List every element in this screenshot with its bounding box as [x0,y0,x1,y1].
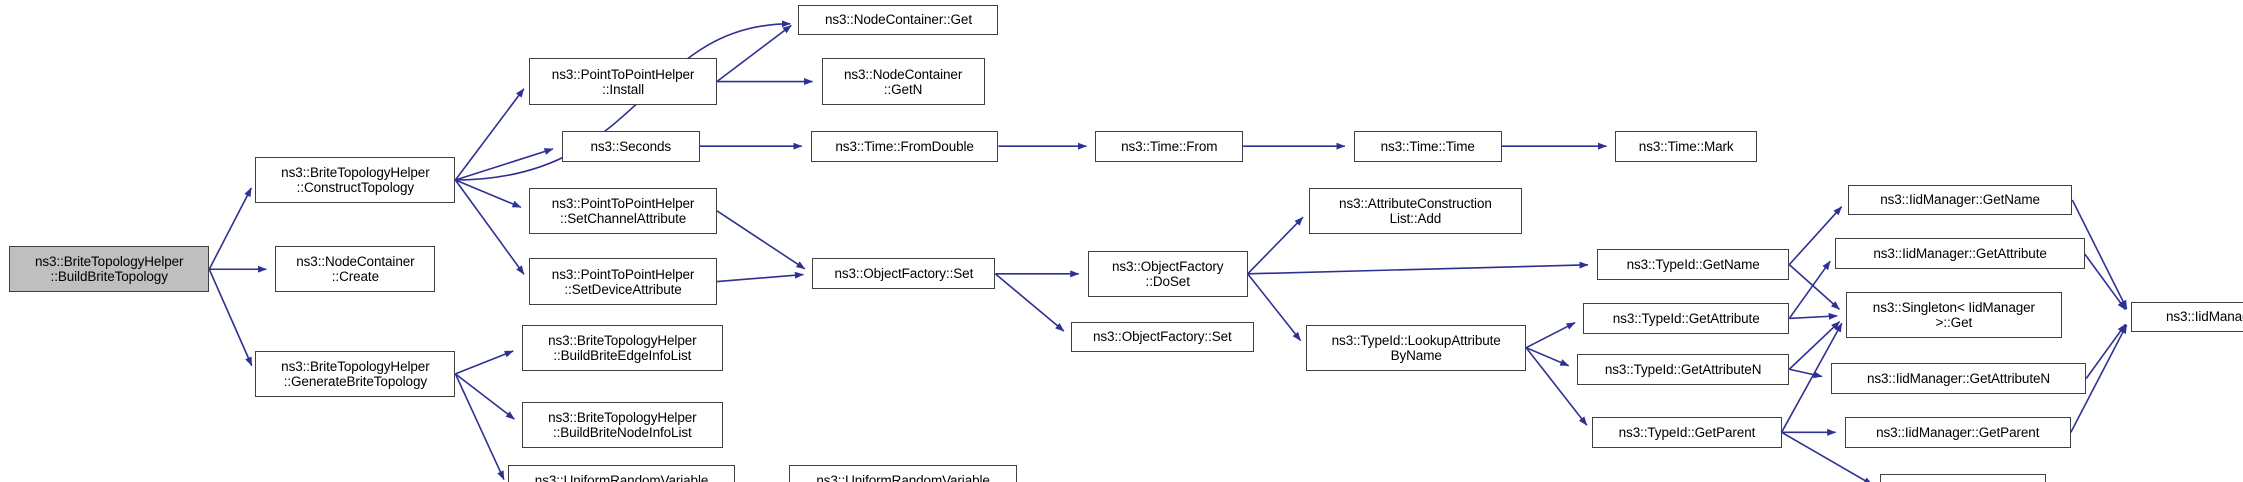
node-time-from-double[interactable]: ns3::Time::FromDouble [810,130,999,162]
node-label: ns3::BriteTopologyHelper ::BuildBriteEdg… [548,332,697,363]
node-label: ns3::IidManager::GetName [1880,192,2040,208]
node-label: ns3::Singleton< IidManager >::Get [1872,300,2035,331]
node-label: ns3::ObjectFactory::Set [1092,329,1232,345]
node-label: ns3::PointToPointHelper ::SetChannelAttr… [551,195,695,226]
node-iid-manager-get-attribute[interactable]: ns3::IidManager::GetAttribute [1835,238,2085,270]
node-brite-topology-helper-build-brite-topology[interactable]: ns3::BriteTopologyHelper ::BuildBriteTop… [9,246,210,293]
node-label: ns3::TypeId::GetName [1626,257,1760,273]
node-brite-topology-helper-build-brite-edge-info-list[interactable]: ns3::BriteTopologyHelper ::BuildBriteEdg… [521,324,724,371]
node-label: ns3::Seconds [590,138,672,154]
node-iid-manager-get-parent[interactable]: ns3::IidManager::GetParent [1844,416,2071,448]
node-iid-manager-get-attribute-n[interactable]: ns3::IidManager::GetAttributeN [1830,363,2087,394]
node-label: ns3::PointToPointHelper ::SetDeviceAttri… [551,266,695,297]
node-uniform-random-variable-get-value[interactable]: ns3::UniformRandomVariable ::GetValue [789,464,1017,482]
node-type-id-get-attribute-n[interactable]: ns3::TypeId::GetAttributeN [1576,353,1790,385]
node-label: ns3::TypeId::GetAttribute [1612,310,1760,326]
node-label: ns3::AttributeConstruction List::Add [1339,195,1492,226]
node-object-factory-set[interactable]: ns3::ObjectFactory::Set [812,258,996,290]
node-label: ns3::BriteTopologyHelper ::GenerateBrite… [281,358,430,389]
node-brite-topology-helper-generate-brite-topology[interactable]: ns3::BriteTopologyHelper ::GenerateBrite… [255,350,456,397]
node-point-to-point-helper-install[interactable]: ns3::PointToPointHelper ::Install [529,58,717,105]
node-type-id-get-parent[interactable]: ns3::TypeId::GetParent [1592,416,1782,448]
node-type-id-lookup-attribute-by-name[interactable]: ns3::TypeId::LookupAttribute ByName [1306,324,1527,371]
node-node-container-get[interactable]: ns3::NodeContainer::Get [798,4,999,36]
node-type-id-get-attribute[interactable]: ns3::TypeId::GetAttribute [1583,303,1790,334]
node-label: ns3::NodeContainer ::GetN [843,66,963,97]
node-attribute-construction-list-add[interactable]: ns3::AttributeConstruction List::Add [1309,187,1522,234]
node-label: ns3::IidManager::GetAttributeN [1866,370,2051,386]
node-label: ns3::IidManager::GetAttribute [1873,246,2047,262]
node-label: ns3::BriteTopologyHelper ::ConstructTopo… [281,164,430,195]
node-label: ns3::PointToPointHelper ::Install [551,66,695,97]
node-singleton-iid-manager-get[interactable]: ns3::Singleton< IidManager >::Get [1846,292,2062,339]
node-label: ns3::ObjectFactory ::DoSet [1111,258,1224,289]
node-time-time[interactable]: ns3::Time::Time [1353,130,1502,162]
node-label: ns3::TypeId::LookupAttribute ByName [1331,332,1501,363]
node-label: ns3::Time::FromDouble [835,138,974,154]
node-seconds[interactable]: ns3::Seconds [561,130,700,162]
node-type-id-type-id[interactable]: ns3::TypeId::TypeId [1880,473,2047,482]
node-label: ns3::ObjectFactory::Set [834,266,974,282]
node-label: ns3::TypeId::GetAttributeN [1604,361,1762,377]
node-label: ns3::IidManager::GetParent [1876,424,2040,440]
node-label: ns3::Time::From [1121,138,1218,154]
node-label: ns3::UniformRandomVariable ::GetValue [816,472,990,482]
node-iid-manager-lookup-information[interactable]: ns3::IidManager::LookupInformation [2130,301,2243,333]
node-time-mark[interactable]: ns3::Time::Mark [1615,130,1757,162]
node-brite-topology-helper-build-brite-node-info-list[interactable]: ns3::BriteTopologyHelper ::BuildBriteNod… [521,401,724,448]
node-label: ns3::BriteTopologyHelper ::BuildBriteTop… [35,254,184,285]
node-uniform-random-variable-get-integer[interactable]: ns3::UniformRandomVariable ::GetInteger [507,464,736,482]
node-object-factory-set[interactable]: ns3::ObjectFactory::Set [1070,321,1254,353]
node-iid-manager-get-name[interactable]: ns3::IidManager::GetName [1847,184,2073,216]
node-label: ns3::BriteTopologyHelper ::BuildBriteNod… [548,409,697,440]
node-label: ns3::NodeContainer::Get [824,12,972,28]
node-object-factory-do-set[interactable]: ns3::ObjectFactory ::DoSet [1087,250,1248,297]
node-label: ns3::UniformRandomVariable ::GetInteger [534,472,709,482]
node-label: ns3::TypeId::GetParent [1618,424,1756,440]
node-label: ns3::Time::Time [1380,138,1475,154]
node-type-id-get-name[interactable]: ns3::TypeId::GetName [1596,249,1790,280]
node-point-to-point-helper-set-channel-attribute[interactable]: ns3::PointToPointHelper ::SetChannelAttr… [529,187,717,234]
node-point-to-point-helper-set-device-attribute[interactable]: ns3::PointToPointHelper ::SetDeviceAttri… [529,258,717,305]
node-label: ns3::NodeContainer ::Create [296,254,415,285]
node-node-container-create[interactable]: ns3::NodeContainer ::Create [275,246,436,293]
node-time-from[interactable]: ns3::Time::From [1095,130,1244,162]
node-label: ns3::IidManager::LookupInformation [2165,309,2243,325]
node-label: ns3::Time::Mark [1638,138,1734,154]
node-node-container-get-n[interactable]: ns3::NodeContainer ::GetN [821,58,985,105]
node-brite-topology-helper-construct-topology[interactable]: ns3::BriteTopologyHelper ::ConstructTopo… [255,156,456,204]
